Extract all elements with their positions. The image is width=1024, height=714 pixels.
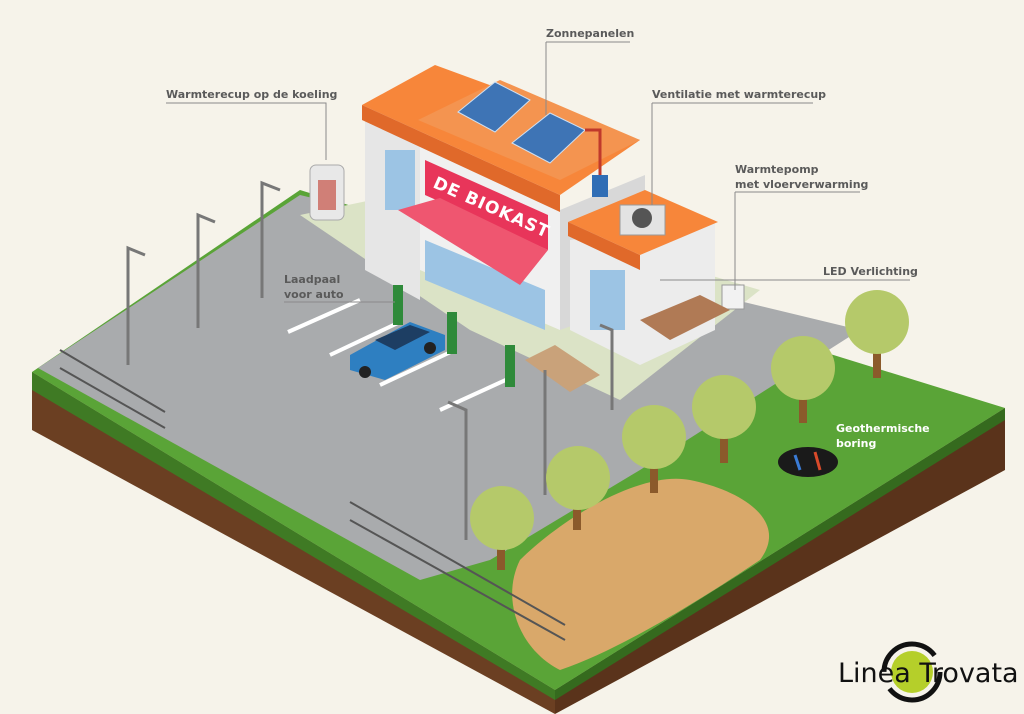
charging-stations (393, 285, 515, 387)
geothermal-borehole (778, 447, 838, 477)
heat-pump (721, 284, 745, 310)
solar-panel (457, 81, 531, 133)
label-floor-heating: met vloerverwarming (735, 178, 868, 191)
label-geothermal: Geothermische (836, 422, 930, 435)
label-ventilation: Ventilatie met warmterecup (652, 88, 826, 101)
label-charger: Laadpaal (284, 273, 340, 286)
logo-text: Linea Trovata (838, 658, 1019, 689)
label-led: LED Verlichting (823, 265, 918, 278)
fences (59, 349, 566, 641)
store-sign-board (425, 160, 548, 250)
leader-lines (166, 41, 910, 303)
label-cooling-heat-recovery: Warmterecup op de koeling (166, 88, 337, 101)
label-solar-panels: Zonnepanelen (546, 27, 634, 40)
label-charger-car: voor auto (284, 288, 344, 301)
label-geothermal-boring: boring (836, 437, 876, 450)
lamp-posts (126, 180, 614, 540)
awning (398, 198, 548, 285)
pallets (525, 345, 600, 392)
linea-trovata-logo: Linea Trovata (838, 641, 1019, 703)
electric-car (350, 322, 445, 380)
store-building: DE BIOKAST (309, 65, 745, 365)
trees (470, 290, 909, 570)
floor-heating (640, 295, 730, 340)
label-heat-pump: Warmtepomp (735, 163, 819, 176)
